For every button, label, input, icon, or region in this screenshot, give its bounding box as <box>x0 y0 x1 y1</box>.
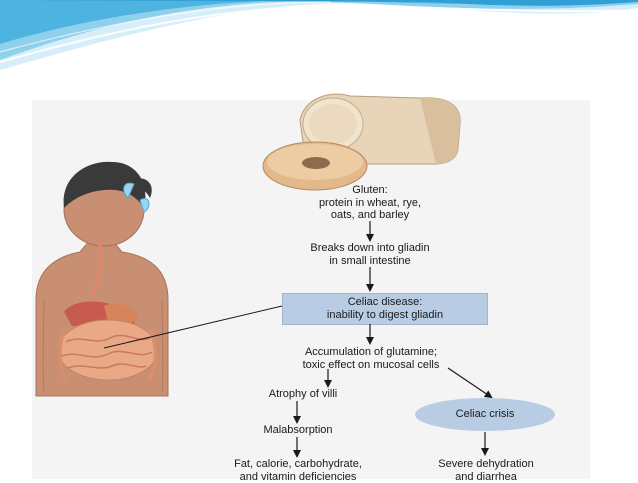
node-breakdown: Breaks down into gliadin in small intest… <box>310 242 430 267</box>
node-celiac-disease: Celiac disease: inability to digest glia… <box>326 296 444 321</box>
hair-bow-icon <box>123 182 150 213</box>
arrow-accumulation-crisis <box>447 367 493 399</box>
node-atrophy: Atrophy of villi <box>268 388 338 400</box>
node-dehydration: Severe dehydration and diarrhea <box>438 458 534 483</box>
node-malabsorption: Malabsorption <box>263 424 333 436</box>
node-gluten: Gluten: protein in wheat, rye, oats, and… <box>318 184 422 221</box>
header-wave <box>0 0 638 70</box>
celiac-disease-box <box>282 293 488 325</box>
node-accumulation: Accumulation of glutamine; toxic effect … <box>302 346 440 371</box>
node-celiac-crisis: Celiac crisis <box>455 408 515 420</box>
intestine-icon <box>57 239 159 382</box>
pointer-line <box>103 305 283 349</box>
node-deficiencies: Fat, calorie, carbohydrate, and vitamin … <box>234 458 362 483</box>
bagel-icon <box>262 141 368 191</box>
celiac-crisis-ellipse <box>415 398 555 431</box>
